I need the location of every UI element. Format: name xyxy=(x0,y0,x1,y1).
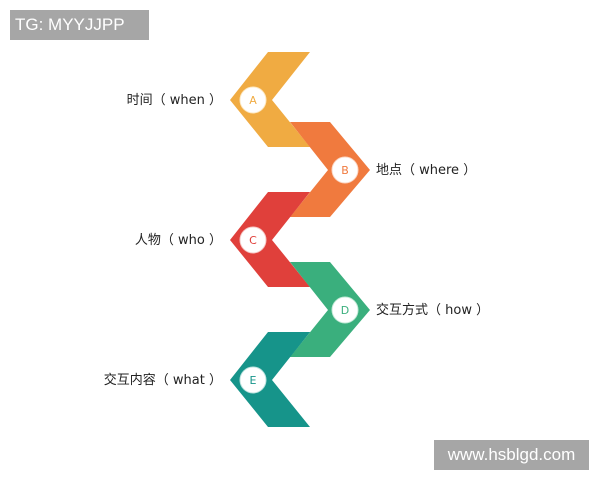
node-e: E xyxy=(239,366,267,394)
label-how: 交互方式（ how ） xyxy=(376,303,490,318)
chevron-b xyxy=(290,122,370,217)
node-c: C xyxy=(239,226,267,254)
label-who: 人物（ who ） xyxy=(134,233,222,248)
svg-text:A: A xyxy=(249,94,257,107)
chevron-d xyxy=(290,262,370,357)
node-a: A xyxy=(239,86,267,114)
label-where: 地点（ where ） xyxy=(376,163,477,178)
svg-text:D: D xyxy=(341,304,349,317)
chevron-a xyxy=(230,52,310,147)
node-b: B xyxy=(331,156,359,184)
node-d: D xyxy=(331,296,359,324)
chevron-c xyxy=(230,192,310,287)
watermark: www.hsblgd.com xyxy=(434,440,589,470)
svg-text:E: E xyxy=(250,374,257,387)
header-tag: TG: MYYJJPP xyxy=(10,10,149,40)
svg-text:B: B xyxy=(341,164,349,177)
label-what: 交互内容（ what ） xyxy=(103,373,222,388)
svg-text:C: C xyxy=(249,234,257,247)
label-when: 时间（ when ） xyxy=(126,93,222,108)
